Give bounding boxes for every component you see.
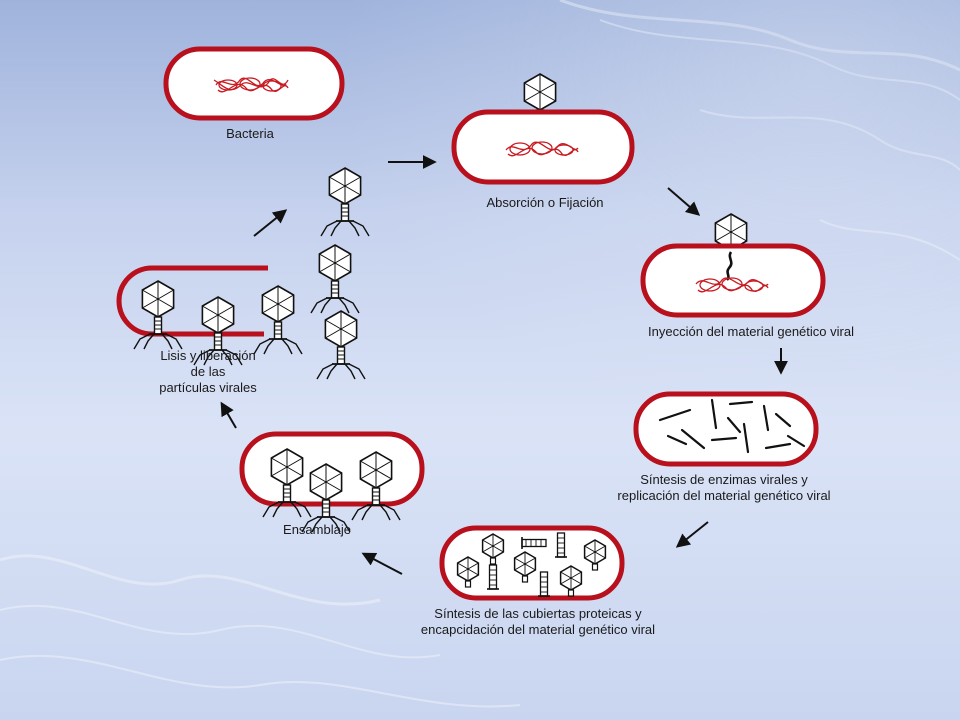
injected-dna bbox=[725, 251, 733, 281]
label-assembly: Ensamblaje bbox=[283, 522, 351, 537]
label-injection: Inyección del material genético viral bbox=[648, 324, 854, 339]
dna-tangle bbox=[213, 77, 289, 93]
stage-assembly bbox=[239, 431, 425, 533]
stage-synthesis-enzymes bbox=[633, 391, 819, 467]
stage-absorption bbox=[451, 73, 635, 185]
arrow-to-release bbox=[253, 209, 288, 237]
stage-synthesis-capsids bbox=[439, 525, 625, 601]
arrow-to-synthesis-capsids bbox=[675, 521, 709, 548]
label-synthesis-capsids: Síntesis de las cubiertas proteicas y en… bbox=[420, 606, 656, 637]
label-absorption: Absorción o Fijación bbox=[486, 195, 604, 210]
bacterium-membrane bbox=[633, 391, 819, 467]
label-lysis: Lisis y liberación de las partículas vir… bbox=[159, 348, 257, 395]
stage-bacteria bbox=[163, 46, 345, 121]
ruptured-membrane bbox=[116, 265, 268, 337]
label-synthesis-enzymes: Síntesis de enzimas virales y replicació… bbox=[617, 472, 831, 503]
dna-tangle bbox=[695, 277, 769, 293]
arrow-to-assembly bbox=[361, 552, 403, 575]
label-bacteria: Bacteria bbox=[226, 126, 274, 141]
cycle-arrows bbox=[220, 155, 788, 575]
dna-fragments bbox=[658, 398, 806, 454]
stage-lysis bbox=[116, 265, 303, 366]
arrow-to-lysis bbox=[220, 401, 237, 429]
stage-injection bbox=[640, 213, 826, 318]
bacterium-membrane bbox=[451, 109, 635, 185]
dna-tangle bbox=[505, 141, 579, 157]
arrow-to-injection bbox=[667, 187, 701, 216]
